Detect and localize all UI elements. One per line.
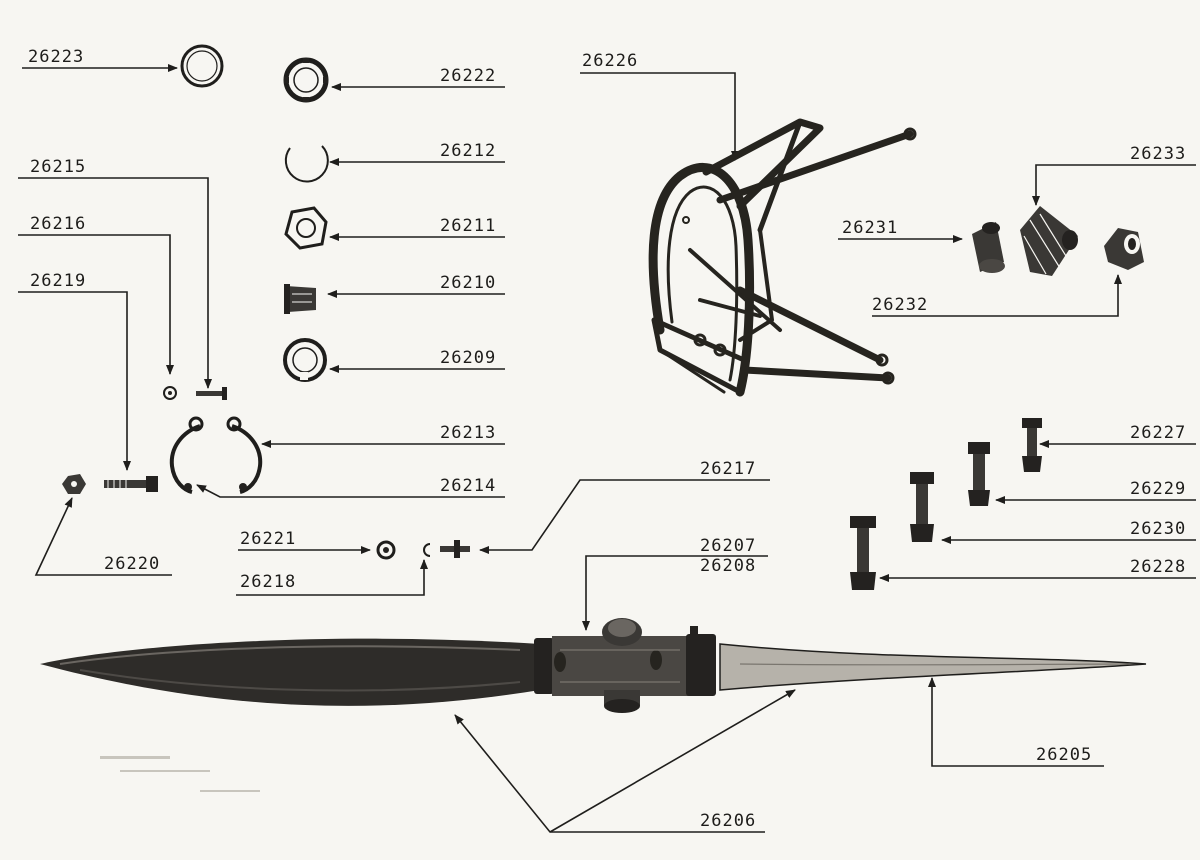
engine-mount-26226 xyxy=(648,118,917,397)
label-26211: 26211 xyxy=(440,216,497,236)
washer-26221 xyxy=(376,540,396,560)
label-26220: 26220 xyxy=(104,554,161,574)
label-26218: 26218 xyxy=(240,572,297,592)
label-26207: 26207 xyxy=(700,536,757,556)
propeller-26205 xyxy=(40,618,1147,713)
nut-26222 xyxy=(283,57,329,103)
clip-26218 xyxy=(423,543,431,557)
bolt-26219 xyxy=(104,476,158,492)
ring-26209 xyxy=(283,338,327,382)
spinner-cone-26233 xyxy=(1020,206,1078,276)
label-26227: 26227 xyxy=(1130,423,1187,443)
label-26210: 26210 xyxy=(440,273,497,293)
label-26216: 26216 xyxy=(30,214,87,234)
snap-ring-26212 xyxy=(284,145,329,183)
bolt-26228 xyxy=(850,516,876,590)
bolt-26217 xyxy=(440,540,470,558)
label-26208: 26208 xyxy=(700,556,757,576)
bolt-26229 xyxy=(968,442,990,506)
label-26228: 26228 xyxy=(1130,557,1187,577)
bolt-26227 xyxy=(1022,418,1042,472)
label-26231: 26231 xyxy=(842,218,899,238)
label-26233: 26233 xyxy=(1130,144,1187,164)
label-26223: 26223 xyxy=(28,47,85,67)
label-26219: 26219 xyxy=(30,271,87,291)
bushing-26210 xyxy=(284,284,316,314)
label-26205: 26205 xyxy=(1036,745,1093,765)
pin-26215 xyxy=(196,387,227,400)
nut-26220 xyxy=(62,474,86,494)
smudge xyxy=(100,756,260,792)
label-26217: 26217 xyxy=(700,459,757,479)
label-26214: 26214 xyxy=(440,476,497,496)
label-26212: 26212 xyxy=(440,141,497,161)
leader-lines xyxy=(18,64,1196,833)
label-26222: 26222 xyxy=(440,66,497,86)
label-26209: 26209 xyxy=(440,348,497,368)
clamp-26213 xyxy=(169,416,263,494)
label-26230: 26230 xyxy=(1130,519,1187,539)
hub-26207 xyxy=(534,618,716,713)
label-26232: 26232 xyxy=(872,295,929,315)
label-26226: 26226 xyxy=(582,51,639,71)
ring-26223 xyxy=(180,44,224,88)
cone-26232 xyxy=(1104,228,1144,270)
label-26206: 26206 xyxy=(700,811,757,831)
label-26215: 26215 xyxy=(30,157,87,177)
castle-nut-26211 xyxy=(284,206,328,250)
label-26229: 26229 xyxy=(1130,479,1187,499)
label-26221: 26221 xyxy=(240,529,297,549)
label-26213: 26213 xyxy=(440,423,497,443)
bolt-26230 xyxy=(910,472,934,542)
cone-26231 xyxy=(972,222,1005,273)
washer-26216 xyxy=(163,386,177,400)
